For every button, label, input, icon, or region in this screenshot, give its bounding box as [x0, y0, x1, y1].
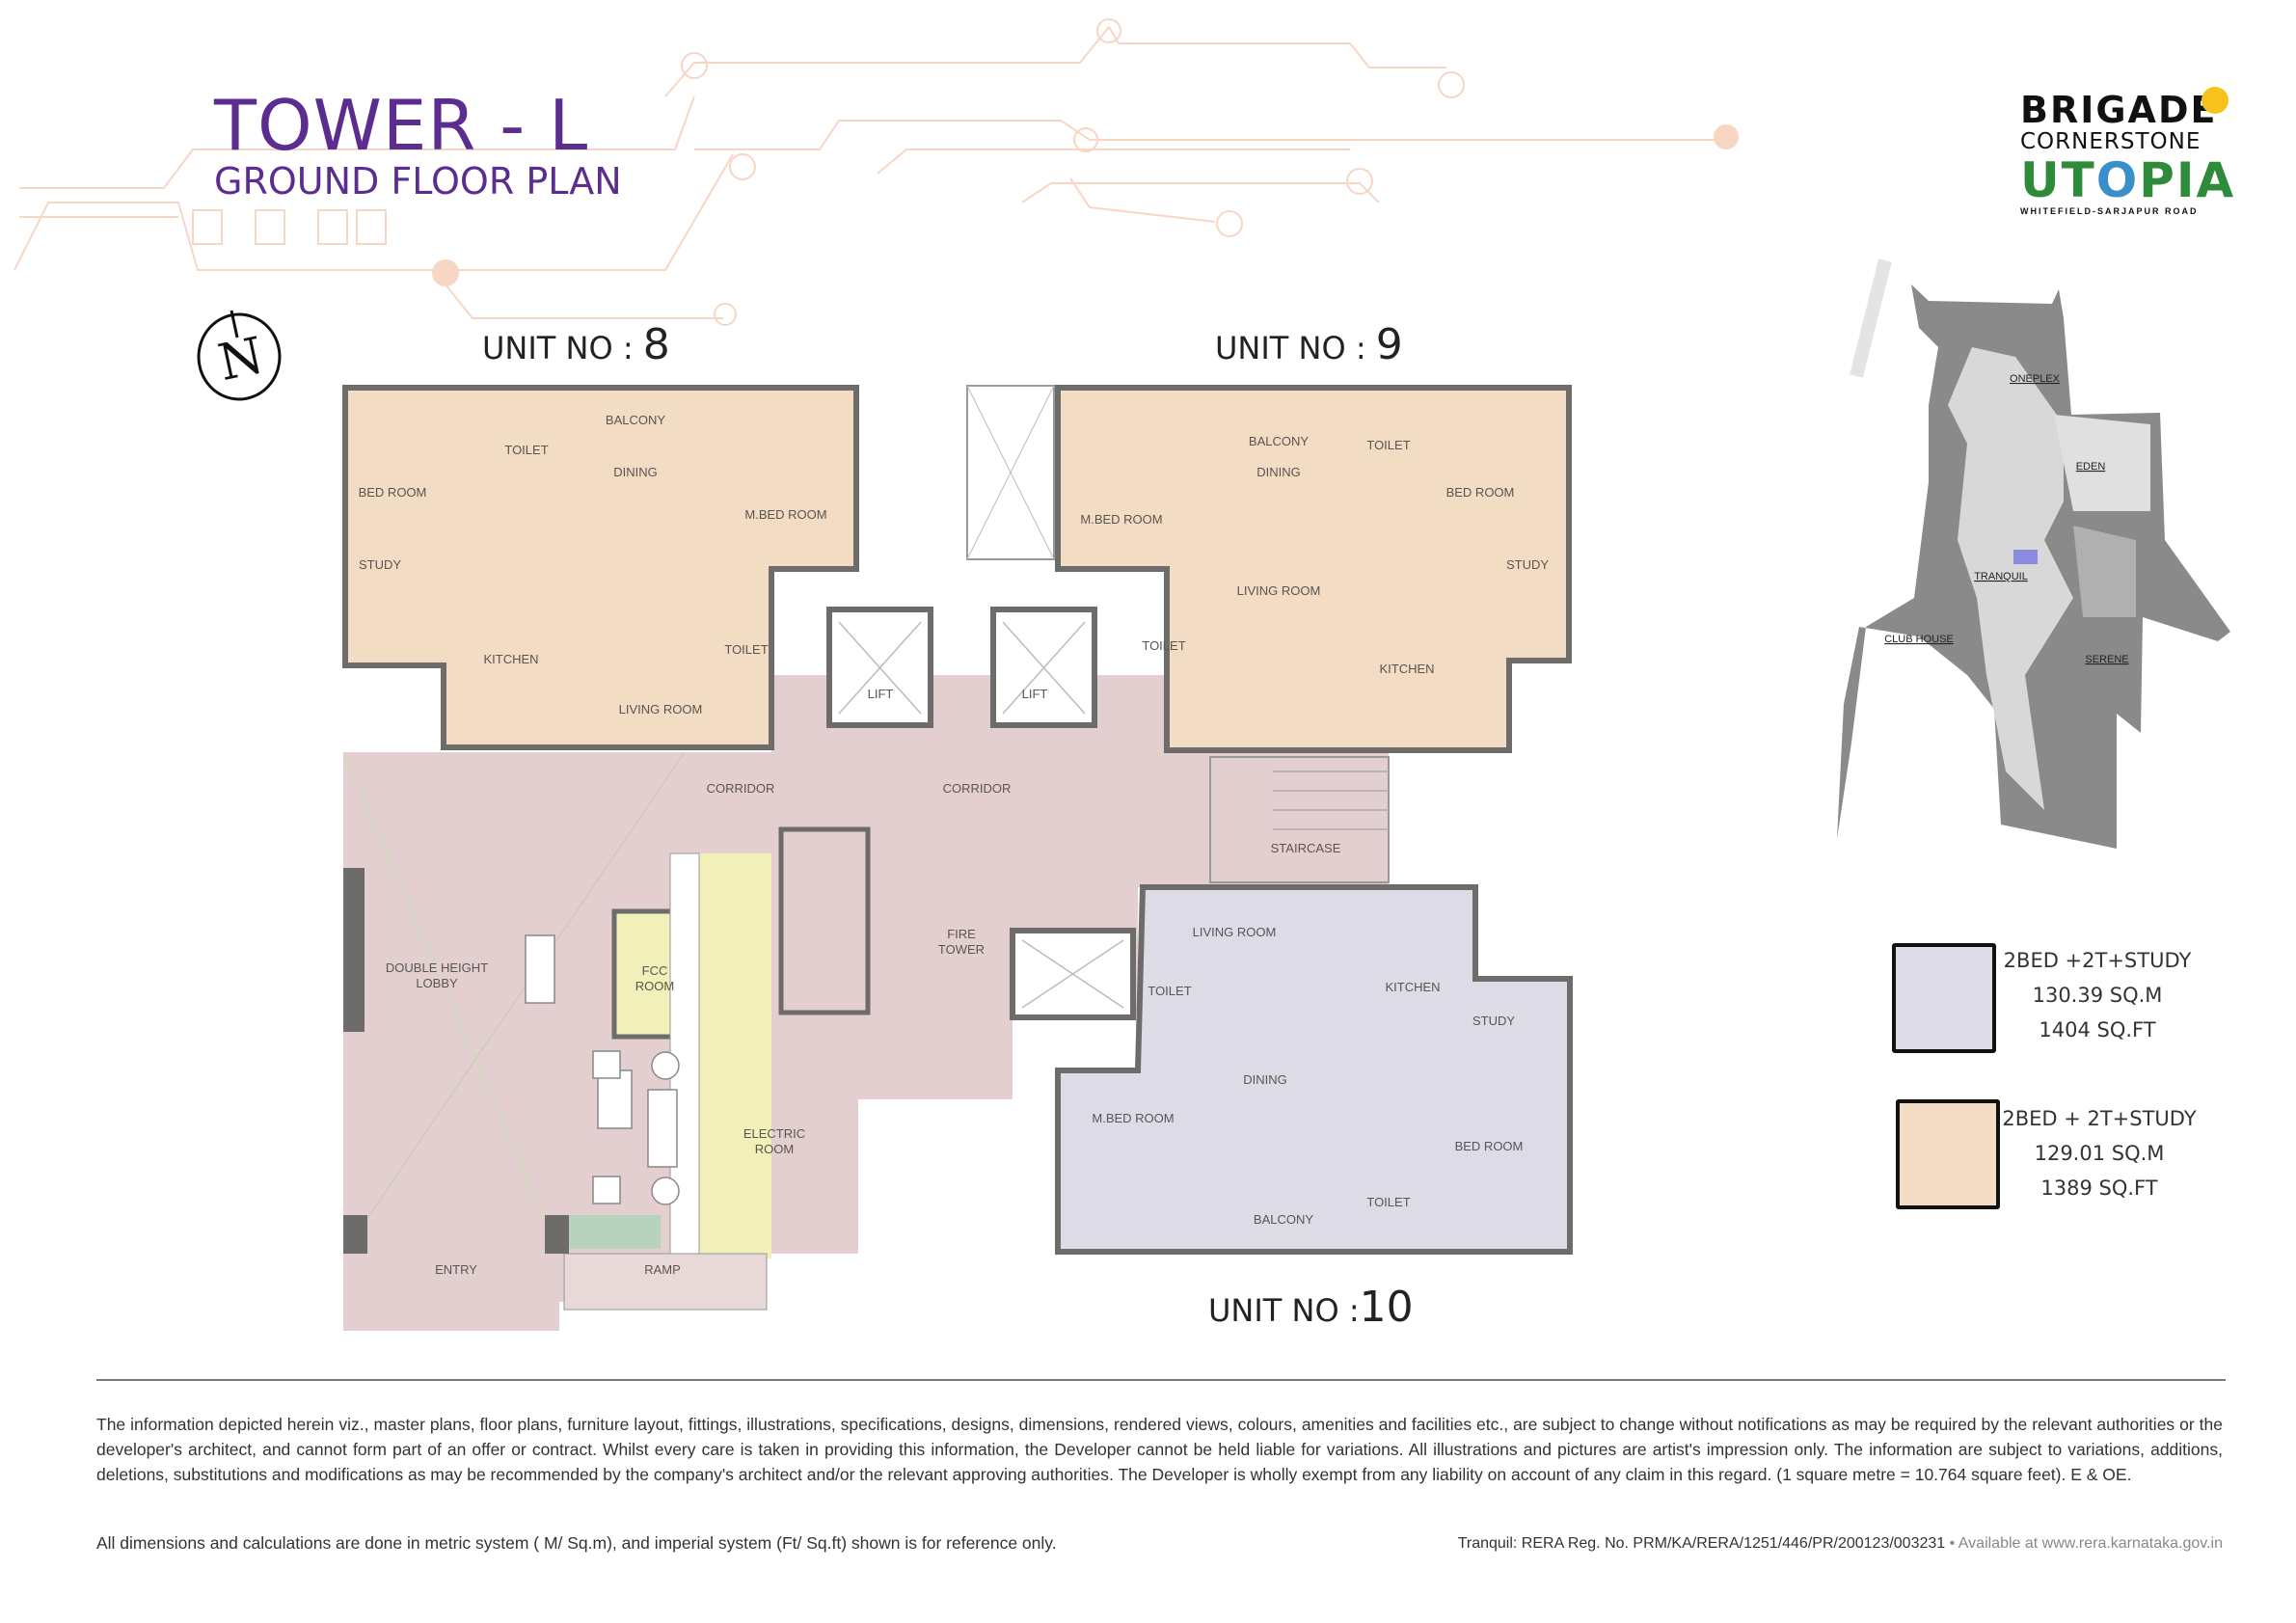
map-label: TRANQUIL: [1974, 571, 2028, 582]
room-label: KITCHEN: [483, 652, 538, 666]
room-label: BALCONY: [1249, 434, 1309, 448]
unit-8-area: [342, 385, 859, 750]
room-label: BED ROOM: [1446, 485, 1515, 500]
legend-sqm: 129.01 SQ.M: [2034, 1142, 2165, 1165]
logo-utopia-a: UT: [2020, 152, 2096, 208]
lobby-label: LOBBY: [416, 976, 458, 990]
room-label: TOILET: [504, 443, 548, 457]
room-label: LIVING ROOM: [1237, 583, 1321, 598]
rera-number: Tranquil: RERA Reg. No. PRM/KA/RERA/1251…: [1457, 1535, 1946, 1552]
legend-sqm: 130.39 SQ.M: [2032, 984, 2163, 1007]
corridor-label: CORRIDOR: [707, 781, 775, 796]
corridor-label: CORRIDOR: [943, 781, 1012, 796]
unit-number: 10: [1359, 1283, 1414, 1332]
unit-9-heading: UNIT NO : 9: [1215, 320, 1403, 369]
unit-number: 8: [642, 320, 670, 369]
room-label: BALCONY: [606, 413, 665, 427]
map-label: EDEN: [2076, 461, 2106, 473]
fire-tower-label: TOWER: [938, 942, 985, 957]
page-title: TOWER - L: [214, 85, 589, 166]
lift-label: LIFT: [1022, 687, 1048, 701]
room-label: TOILET: [724, 642, 768, 657]
logo-utopia: UTOPIA: [2020, 152, 2233, 208]
legend-type: 2BED +2T+STUDY: [2003, 949, 2192, 972]
rera-link: • Available at www.rera.karnataka.gov.in: [1945, 1535, 2223, 1552]
legend-sqft: 1389 SQ.FT: [2040, 1177, 2158, 1200]
electric-room-label: ELECTRIC: [743, 1126, 805, 1141]
unit-number: 9: [1375, 320, 1403, 369]
unit-9-area: [1055, 385, 1572, 753]
brigade-logo: BRIGADE CORNERSTONE UTOPIA WHITEFIELD-SA…: [2020, 87, 2233, 216]
room-label: STUDY: [1472, 1014, 1515, 1028]
lift-label: LIFT: [868, 687, 894, 701]
room-label: M.BED ROOM: [1080, 512, 1162, 527]
staircase: [1209, 756, 1390, 883]
room-label: DINING: [1256, 465, 1301, 479]
room-label: M.BED ROOM: [1092, 1111, 1174, 1125]
map-label: ONEPLEX: [2010, 373, 2061, 385]
sun-icon: [2201, 87, 2228, 114]
legend-type: 2BED + 2T+STUDY: [2002, 1107, 2197, 1130]
staircase-label: STAIRCASE: [1271, 841, 1341, 855]
north-compass-icon: N: [197, 310, 282, 401]
legend-swatch-peach: [1896, 1099, 2000, 1209]
lobby-label: DOUBLE HEIGHT: [386, 960, 488, 975]
ramp: [563, 1253, 768, 1311]
unit-10-area: [1055, 884, 1573, 1255]
unit-8-heading: UNIT NO : 8: [482, 320, 670, 369]
master-plan-map: ONEPLEX EDEN TRANQUIL CLUB HOUSE SERENE: [1837, 258, 2230, 849]
logo-globe-o: O: [2095, 152, 2140, 208]
fire-stair: [778, 826, 871, 1015]
ramp-label: RAMP: [644, 1262, 681, 1277]
electric-room: [699, 853, 771, 1258]
unit-label: UNIT NO :: [482, 330, 634, 366]
room-label: LIVING ROOM: [619, 702, 703, 717]
fcc-label: FCC: [642, 963, 668, 978]
room-label: LIVING ROOM: [1193, 925, 1277, 939]
unit-10-heading: UNIT NO :10: [1208, 1283, 1414, 1332]
legend-swatch-lavender: [1892, 943, 1996, 1053]
room-label: TOILET: [1148, 984, 1191, 998]
unit-label: UNIT NO :: [1208, 1292, 1360, 1329]
room-label: TOILET: [1366, 1195, 1410, 1209]
page-subtitle: GROUND FLOOR PLAN: [214, 160, 622, 203]
map-label: SERENE: [2085, 654, 2128, 665]
logo-brand: BRIGADE: [2020, 89, 2218, 131]
logo-utopia-b: PIA: [2139, 152, 2236, 208]
room-label: TOILET: [1366, 438, 1410, 452]
entry-label: ENTRY: [435, 1262, 477, 1277]
room-label: BALCONY: [1254, 1212, 1313, 1227]
disclaimer-text: The information depicted herein viz., ma…: [96, 1415, 2223, 1484]
unit-label: UNIT NO :: [1215, 330, 1366, 366]
electric-room-label: ROOM: [755, 1142, 794, 1156]
room-label: DINING: [1243, 1072, 1287, 1087]
fcc-label: ROOM: [635, 979, 674, 993]
logo-tagline: WHITEFIELD-SARJAPUR ROAD: [2020, 206, 2199, 216]
room-label: TOILET: [1142, 638, 1185, 653]
room-label: BED ROOM: [359, 485, 427, 500]
room-label: M.BED ROOM: [744, 507, 826, 522]
legend-sqft: 1404 SQ.FT: [2039, 1018, 2156, 1041]
footer-divider: [96, 1379, 2226, 1381]
logo-line2: CORNERSTONE: [2020, 129, 2201, 154]
planter: [564, 1215, 661, 1249]
room-label: KITCHEN: [1385, 980, 1440, 994]
room-label: STUDY: [359, 557, 401, 572]
rera-registration: Tranquil: RERA Reg. No. PRM/KA/RERA/1251…: [1458, 1535, 2223, 1553]
room-label: DINING: [613, 465, 658, 479]
room-label: KITCHEN: [1379, 662, 1434, 676]
measurement-note: All dimensions and calculations are done…: [96, 1533, 1057, 1553]
room-label: BED ROOM: [1455, 1139, 1524, 1153]
map-label: CLUB HOUSE: [1884, 634, 1954, 645]
lobby-furniture: [525, 934, 680, 1205]
room-label: STUDY: [1506, 557, 1549, 572]
legend-item-2: 2BED + 2T+STUDY 129.01 SQ.M 1389 SQ.FT: [1998, 1101, 2201, 1205]
fire-tower-label: FIRE: [947, 927, 976, 941]
legend-item-1: 2BED +2T+STUDY 130.39 SQ.M 1404 SQ.FT: [1996, 943, 2199, 1047]
